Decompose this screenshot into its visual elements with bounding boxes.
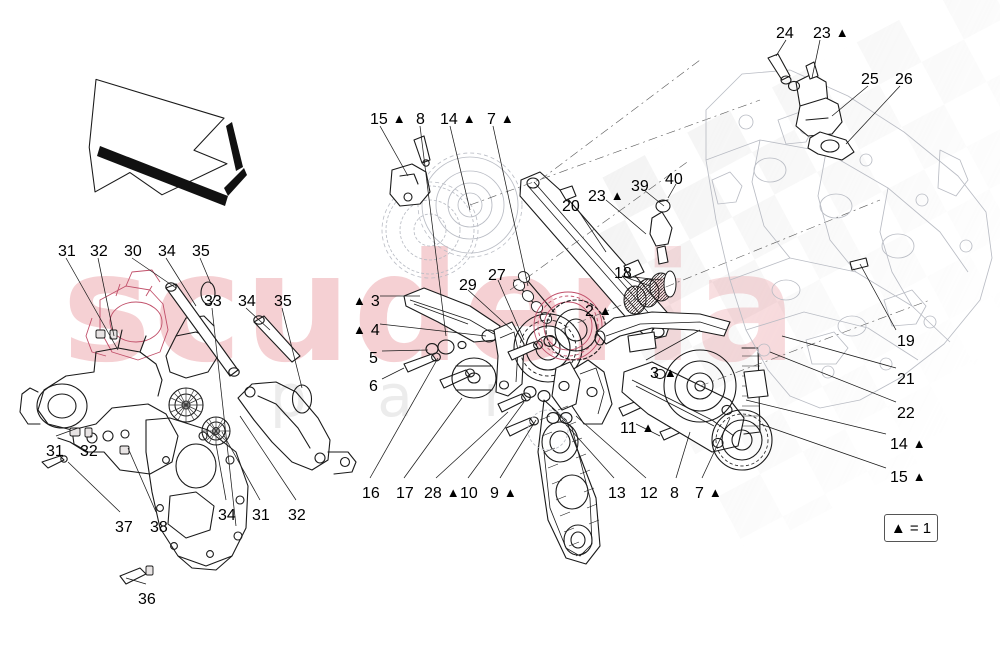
callout-32a: 32	[90, 243, 108, 260]
callout-34b: 34	[238, 293, 256, 310]
callout-25: 25	[861, 71, 879, 88]
callout-15b: 15▲	[890, 469, 926, 486]
tensioner-lever	[551, 359, 613, 425]
callout-19: 19	[897, 333, 915, 350]
lower-mounting-bracket	[621, 361, 745, 453]
callout-27: 27	[488, 267, 506, 284]
center-fasteners-right	[497, 386, 710, 441]
ghost-camshaft-pulleys	[381, 152, 523, 279]
callout-15a: 15▲	[370, 111, 406, 128]
callout-21: 21	[897, 371, 915, 388]
callout-3b: 3▲	[650, 365, 677, 382]
bearing-shells-18	[623, 270, 677, 315]
callout-20: 20	[562, 198, 580, 215]
center-assembly-timing-drive	[381, 59, 931, 565]
lower-right-pulley	[663, 349, 737, 423]
sensor-bolt-24	[767, 53, 801, 92]
callout-23b: 23▲	[813, 25, 849, 42]
callout-33: 33	[204, 293, 222, 310]
callout-18: 18	[614, 265, 632, 282]
right-assembly-engine-block	[705, 53, 993, 409]
pivot-pin-27	[507, 335, 557, 361]
callout-11: 11▲	[620, 420, 655, 437]
callout-14a: 14▲	[440, 111, 476, 128]
camshaft-sensor-assembly	[795, 61, 855, 161]
callout-31a: 31	[58, 243, 76, 260]
legend-box: ▲ = 1	[884, 514, 938, 542]
callout-24: 24	[776, 25, 794, 42]
assembly-axis-lines	[469, 59, 931, 387]
callout-30: 30	[124, 243, 142, 260]
callout-16: 16	[362, 485, 380, 502]
callout-26: 26	[895, 71, 913, 88]
oil-jet-assembly	[649, 199, 673, 265]
callout-38: 38	[150, 519, 168, 536]
left-fasteners	[41, 329, 154, 585]
callout-4: ▲4	[353, 322, 380, 339]
orientation-arrow	[88, 78, 247, 206]
callout-7a: 7▲	[487, 111, 514, 128]
callout-34a: 34	[158, 243, 176, 260]
idler-wheel-17	[451, 357, 497, 399]
callout-32b: 32	[80, 443, 98, 460]
left-idler-upper	[168, 387, 204, 423]
callout-35a: 35	[192, 243, 210, 260]
callout-37: 37	[115, 519, 133, 536]
left-assembly-water-pump	[19, 269, 357, 585]
callout-7b: 7▲	[695, 485, 722, 502]
callout-34c: 34	[218, 507, 236, 524]
callout-9: 9▲	[490, 485, 517, 502]
callout-3a: ▲3	[353, 293, 380, 310]
callout-32c: 32	[288, 507, 306, 524]
callout-8a: 8	[416, 111, 425, 128]
callout-5: 5	[369, 350, 378, 367]
callout-6: 6	[369, 378, 378, 395]
callout-39: 39	[631, 178, 649, 195]
callout-10: 10	[460, 485, 478, 502]
right-chain-strand	[741, 347, 769, 435]
callout-36: 36	[138, 591, 156, 608]
callout-31b: 31	[46, 443, 64, 460]
chain-tensioner-blade	[594, 311, 731, 353]
callout-14b: 14▲	[890, 436, 926, 453]
leader-lines	[55, 39, 901, 585]
callout-2: 2▲	[585, 303, 612, 320]
center-fasteners-left	[403, 339, 475, 389]
callout-22: 22	[897, 405, 915, 422]
callout-31c: 31	[252, 507, 270, 524]
timing-chain-loop	[537, 399, 601, 565]
callout-12: 12	[640, 485, 658, 502]
callout-17: 17	[396, 485, 414, 502]
callout-40: 40	[665, 171, 683, 188]
callout-8b: 8	[670, 485, 679, 502]
callout-23a: 23▲	[588, 188, 624, 205]
callout-35b: 35	[274, 293, 292, 310]
callout-28: 28▲	[424, 485, 460, 502]
ghost-sprocket-lower	[527, 409, 569, 451]
callout-29: 29	[459, 277, 477, 294]
callout-13: 13	[608, 485, 626, 502]
lower-right-sprocket	[711, 409, 773, 471]
